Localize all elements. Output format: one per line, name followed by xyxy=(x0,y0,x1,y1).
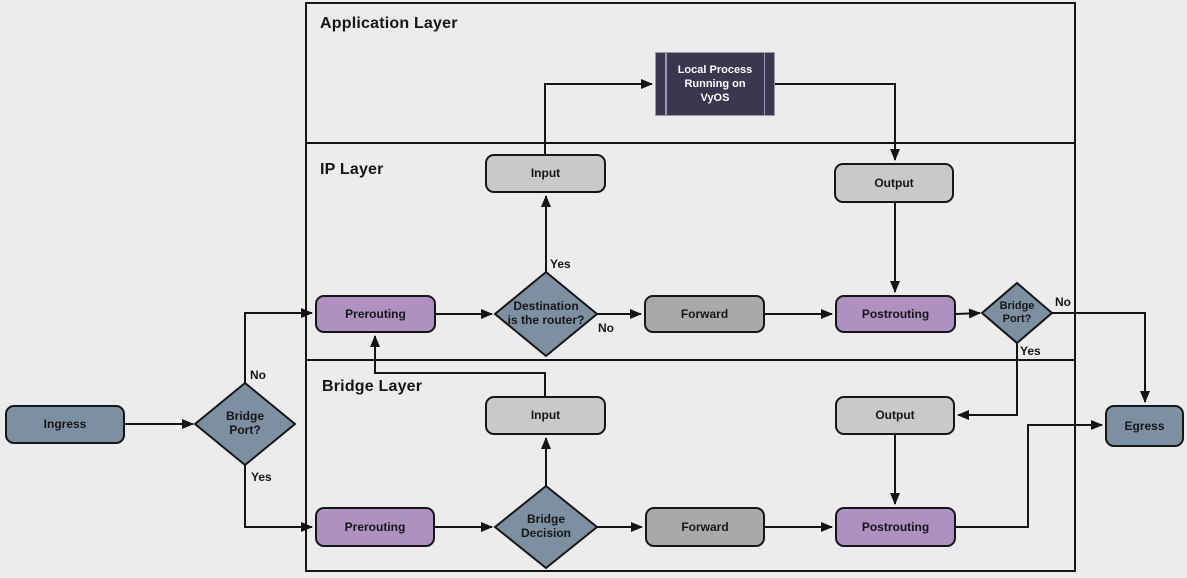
edge-label-bridge-port-ip-no: No xyxy=(1055,295,1071,309)
edge-bridge-port-no-to-ip-prerouting xyxy=(244,308,313,383)
node-bridge-postrouting: Postrouting xyxy=(835,507,956,547)
node-bridge-prerouting: Prerouting xyxy=(315,507,435,547)
edge-bridge-input-to-ip-prerouting xyxy=(370,335,546,396)
ip-layer-title: IP Layer xyxy=(320,161,384,178)
node-ingress: Ingress xyxy=(5,405,125,444)
node-bridge-decision-shape xyxy=(493,484,599,570)
node-ip-input: Input xyxy=(485,154,606,193)
process-bar-left-icon xyxy=(665,53,667,115)
node-egress: Egress xyxy=(1105,405,1184,447)
node-bridge-port-left-shape xyxy=(193,381,297,467)
edge-bridge-port-ip-yes-to-bridge-output xyxy=(957,343,1018,420)
node-local-process-label: Local Process Running on VyOS xyxy=(677,63,753,105)
edge-label-dest-router-yes: Yes xyxy=(550,257,571,271)
node-ip-postrouting: Postrouting xyxy=(835,295,956,333)
node-ip-forward: Forward xyxy=(644,295,765,333)
node-ip-prerouting: Prerouting xyxy=(315,295,436,333)
edge-ip-input-to-local-process xyxy=(544,79,653,154)
application-layer-title: Application Layer xyxy=(320,15,458,32)
node-bridge-output: Output xyxy=(835,396,955,435)
edge-ip-postrouting-to-bridge-port-ip xyxy=(955,308,981,319)
node-dest-router-shape xyxy=(493,270,599,358)
node-bridge-forward: Forward xyxy=(645,507,765,547)
node-bridge-port-ip-shape xyxy=(980,281,1054,345)
edge-label-bridge-port-left-yes: Yes xyxy=(251,470,272,484)
edge-label-bridge-port-left-no: No xyxy=(250,368,266,382)
node-ip-output: Output xyxy=(834,163,954,203)
edge-label-bridge-port-ip-yes: Yes xyxy=(1020,344,1041,358)
node-bridge-input: Input xyxy=(485,396,606,435)
edge-bridge-port-ip-no-to-egress xyxy=(1052,312,1150,403)
process-bar-right-icon xyxy=(763,53,765,115)
node-local-process: Local Process Running on VyOS xyxy=(655,52,775,116)
edge-bridge-postrouting-to-egress xyxy=(956,420,1103,528)
bridge-layer-title: Bridge Layer xyxy=(322,378,423,395)
bridge-layer-container xyxy=(305,359,1076,572)
edge-bridge-port-yes-to-bridge-prerouting xyxy=(244,465,313,532)
edge-local-process-to-ip-output xyxy=(775,83,900,161)
edge-label-dest-router-no: No xyxy=(598,321,614,335)
